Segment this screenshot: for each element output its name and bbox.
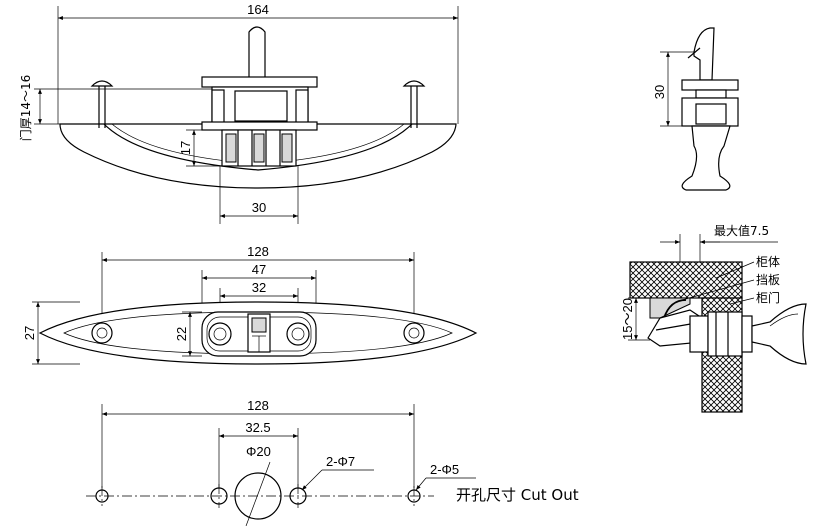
side-view: 30	[652, 27, 739, 191]
label-cabinet: 柜体	[756, 255, 780, 269]
right-screw	[402, 80, 426, 128]
top-view: 128 47 32 27	[22, 244, 478, 365]
front-dim-height: 17	[178, 141, 193, 155]
front-dim-width: 164	[247, 2, 269, 17]
cutout-dim-hole-mid: 2-Φ7	[326, 454, 355, 469]
hole-large	[234, 472, 282, 520]
left-screw	[90, 80, 114, 128]
front-dim-thickness: 门厚14～16	[18, 75, 33, 142]
front-view: 164 门厚14～16	[18, 2, 459, 224]
install-view: 最大值7.5 柜体 挡板 柜门 15～20	[620, 223, 807, 413]
install-dim-range: 15～20	[620, 298, 635, 340]
top-dim-height: 27	[22, 326, 37, 340]
install-max-label: 最大值7.5	[714, 223, 769, 238]
top-dim-plate-height: 22	[174, 327, 189, 341]
cabinet-body	[629, 261, 743, 299]
cutout-view: 128 32.5 Φ20 2-Φ7 2-Φ5 开孔尺寸 Cut Out	[86, 398, 579, 526]
top-dim-inner: 32	[252, 280, 266, 295]
side-dim-height: 30	[652, 85, 667, 99]
cutout-caption: 开孔尺寸 Cut Out	[456, 486, 579, 504]
top-dim-plate: 47	[252, 262, 266, 277]
cutout-dim-center: 32.5	[245, 420, 270, 435]
label-door: 柜门	[756, 290, 780, 305]
cutout-dim-hole-small: 2-Φ5	[430, 462, 459, 477]
cutout-dim-hole-large: Φ20	[246, 444, 271, 459]
front-dim-base: 30	[252, 200, 266, 215]
cutout-dim-overall: 128	[247, 398, 269, 413]
lock-mechanism	[201, 26, 318, 167]
top-dim-overall: 128	[247, 244, 269, 259]
label-plate: 挡板	[756, 273, 780, 287]
